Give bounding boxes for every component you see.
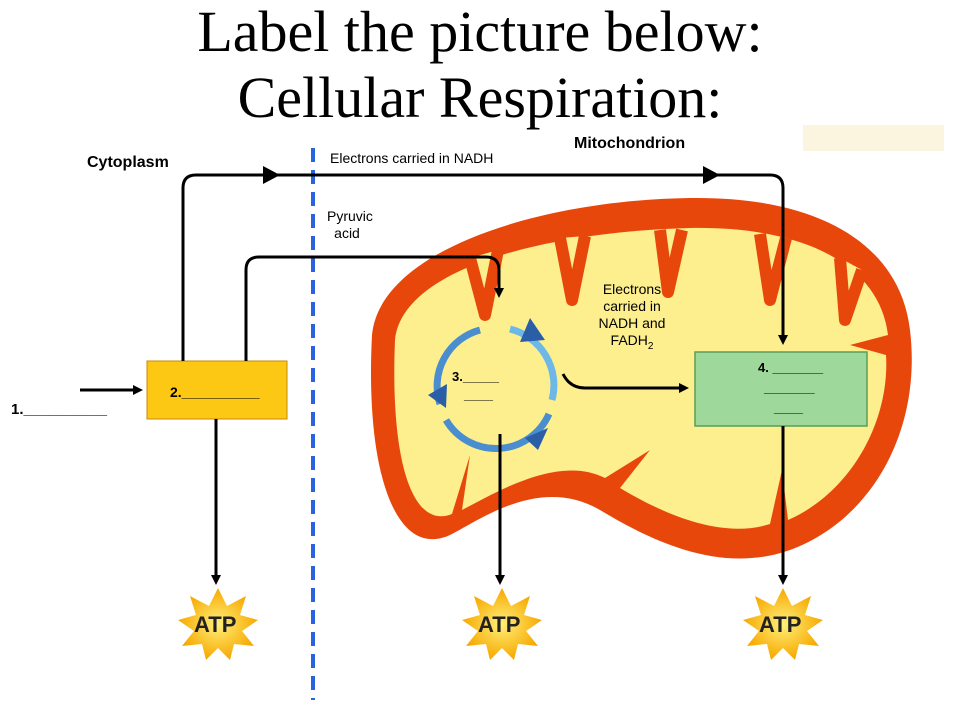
blank-4-line-3: ____	[774, 400, 803, 415]
nadh-fadh-line-4: FADH2	[588, 332, 676, 355]
fadh-subscript: 2	[647, 340, 654, 352]
krebs-arrowhead-2	[525, 428, 548, 450]
nadh-arrowhead-1	[263, 166, 280, 184]
atp-burst-2	[462, 588, 542, 660]
blank-4[interactable]: 4. _______ _______ ____	[758, 358, 823, 418]
blank-1[interactable]: 1.__________	[11, 401, 107, 418]
nadh-arrowhead-2	[703, 166, 720, 184]
nadh-fadh-line-3: NADH and	[598, 315, 666, 331]
cytoplasm-label: Cytoplasm	[87, 154, 169, 171]
atp-label-3: ATP	[759, 612, 802, 637]
krebs-arrowhead-3	[428, 384, 447, 408]
krebs-arrowhead-1	[520, 318, 545, 342]
krebs-to-etc-arrow	[561, 373, 689, 393]
nadh-fadh-label: Electrons carried in NADH and FADH2	[588, 281, 676, 355]
nadh-fadh-line-1: Electrons	[602, 281, 662, 297]
pyruvic-acid-label: Pyruvic acid	[327, 208, 373, 242]
etc-box	[694, 351, 868, 427]
pyruvic-arrow	[244, 255, 504, 361]
atp-burst-1	[178, 588, 258, 660]
atp-label-2: ATP	[478, 612, 521, 637]
blank-3[interactable]: 3._____ ____	[452, 368, 499, 404]
fadh-text: FADH	[610, 332, 648, 348]
mitochondrion-label: Mitochondrion	[574, 135, 686, 152]
nadh-arrow-top	[181, 173, 788, 361]
title-line-2: Cellular Respiration:	[237, 65, 723, 130]
krebs-cycle-arc-1	[509, 325, 558, 401]
nadh-fadh-line-2: carried in	[603, 298, 661, 314]
mitochondrion-matrix	[394, 227, 888, 529]
highlight-box	[803, 125, 944, 151]
nadh-top-label: Electrons carried in NADH	[330, 150, 494, 166]
title-line-1: Label the picture below:	[197, 0, 763, 64]
blank-2[interactable]: 2.__________	[170, 384, 260, 400]
blank-4-line-1: 4. _______	[758, 360, 824, 375]
blank-3-line-1: 3._____	[452, 369, 499, 384]
glycolysis-box	[146, 360, 288, 420]
atp-burst-3	[743, 588, 823, 660]
pyruvic-line-2: acid	[334, 225, 360, 241]
atp-label-1: ATP	[194, 612, 237, 637]
blank-4-line-2: _______	[764, 380, 815, 395]
cristae-top	[464, 228, 868, 326]
pyruvic-line-1: Pyruvic	[327, 208, 373, 224]
blank-3-line-2: ____	[464, 387, 493, 402]
